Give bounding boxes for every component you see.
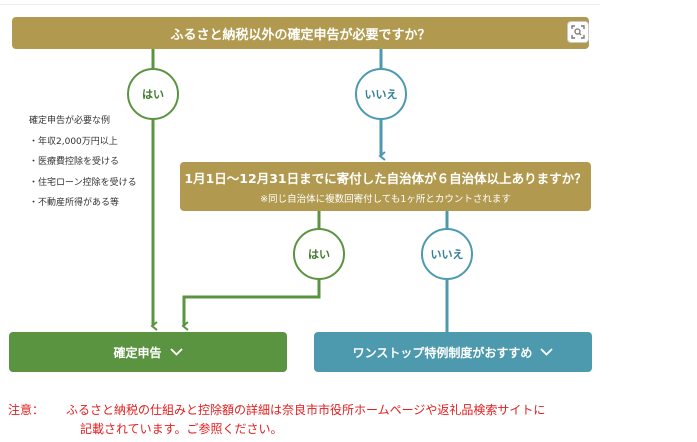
caution-line-1: ふるさと納税の仕組みと控除額の詳細は奈良市市役所ホームページや返礼品検索サイトに <box>66 403 546 417</box>
top-divider <box>0 4 600 5</box>
examples-title: 確定申告が必要な例 <box>29 116 111 126</box>
answer-yes-2: はい <box>293 228 345 280</box>
chevron-down-icon <box>540 348 554 356</box>
answer-no-1: いいえ <box>355 68 407 120</box>
question-box-1: ふるさと納税以外の確定申告が必要ですか？ <box>12 17 589 49</box>
connector-q2-yes-tax-return <box>181 280 321 331</box>
chevron-down-icon <box>169 348 183 356</box>
one-stop-label: ワンストップ特例制度がおすすめ <box>352 345 533 360</box>
zoom-button[interactable] <box>567 21 589 43</box>
example-item: 医療費控除を受ける <box>29 152 137 173</box>
answer-no-2: いいえ <box>421 228 473 280</box>
tax-return-result-button[interactable]: 確定申告 <box>9 332 287 372</box>
caution-label: 注意： <box>8 403 45 417</box>
example-item: 不動産所得がある等 <box>29 193 137 214</box>
caution-note: 注意： ふるさと納税の仕組みと控除額の詳細は奈良市市役所ホームページや返礼品検索サ… <box>8 401 545 439</box>
answer-yes-1: はい <box>127 68 179 120</box>
tax-return-label: 確定申告 <box>113 345 162 360</box>
question-2-text: 1月1日〜12月31日までに寄付した自治体が６自治体以上ありますか？ <box>184 171 587 186</box>
example-item: 住宅ローン控除を受ける <box>29 173 137 194</box>
caution-line-2: 記載されています。ご参照ください。 <box>80 422 283 436</box>
zoom-icon <box>571 25 585 39</box>
question-1-text: ふるさと納税以外の確定申告が必要ですか？ <box>170 27 431 43</box>
question-box-2: 1月1日〜12月31日までに寄付した自治体が６自治体以上ありますか？ ※同じ自治… <box>180 162 591 211</box>
question-2-note: ※同じ自治体に複数回寄付しても1ヶ所とカウントされます <box>260 194 511 205</box>
one-stop-result-button[interactable]: ワンストップ特例制度がおすすめ <box>314 332 592 372</box>
example-item: 年収2,000万円以上 <box>29 132 137 153</box>
examples-list: 確定申告が必要な例 年収2,000万円以上 医療費控除を受ける 住宅ローン控除を… <box>29 111 137 214</box>
